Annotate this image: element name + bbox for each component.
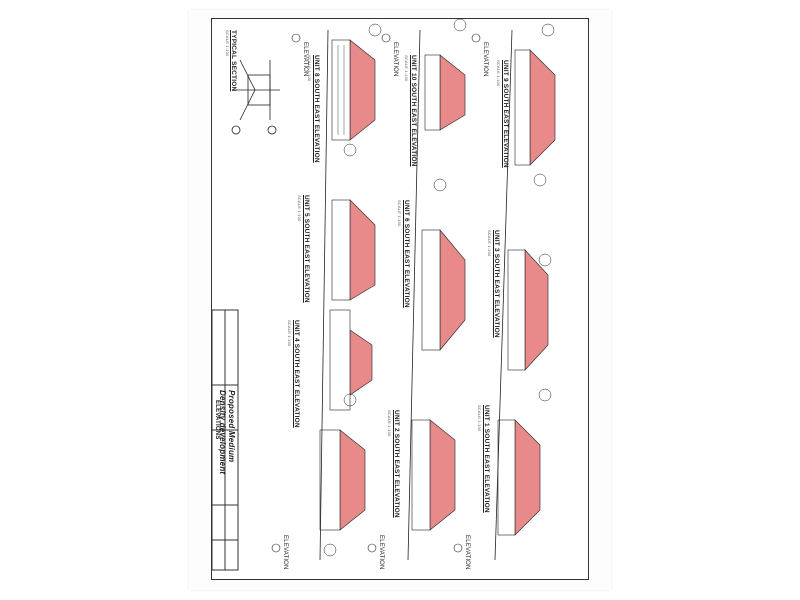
- elevation-scale: SCALE 1:100: [404, 55, 409, 82]
- building-unit-9: [514, 49, 556, 166]
- elevation-scale: SCALE 1:100: [397, 200, 402, 227]
- elevation-scale: SCALE 1:100: [496, 60, 501, 87]
- title-block: [211, 309, 239, 571]
- elevation-markers: [271, 33, 481, 553]
- elevation-title: UNIT 4 SOUTH EAST ELEVATION: [293, 320, 300, 428]
- elevation-row-2: [407, 29, 466, 561]
- elevation-title: UNIT 6 SOUTH EAST ELEVATION: [403, 200, 410, 308]
- typical-section-title: TYPICAL SECTION: [230, 30, 237, 92]
- elevation-title: UNIT 9 SOUTH EAST ELEVATION: [502, 60, 509, 168]
- building-unit-2: [411, 419, 456, 531]
- building-unit-7: [507, 249, 549, 371]
- building-unit-1: [497, 419, 541, 536]
- elevation-title: UNIT 3 SOUTH EAST ELEVATION: [493, 230, 500, 338]
- elevation-scale: SCALE 1:100: [287, 320, 292, 347]
- elevation-tag: ELEVATION: [392, 42, 398, 77]
- elevation-tag: ELEVATION: [464, 535, 470, 570]
- title-block-sheet-name: ELEVATIONS: [214, 400, 220, 440]
- tree-symbols: [323, 18, 555, 557]
- elevation-scale: SCALE 1:100: [477, 405, 482, 432]
- elevation-scale: SCALE 1:100: [297, 195, 302, 222]
- building-unit-8: [331, 39, 376, 141]
- building-unit-3: [421, 229, 466, 351]
- elevation-row-3: [494, 29, 556, 561]
- elevation-row-1: [319, 29, 376, 561]
- building-unit-4: [319, 429, 366, 531]
- building-unit-5: [331, 199, 376, 301]
- elevation-tag: ELEVATION: [378, 535, 384, 570]
- building-unit-6: [329, 309, 373, 411]
- elevation-title: UNIT 5 SOUTH EAST ELEVATION: [303, 195, 310, 303]
- building-unit-10: [424, 54, 466, 131]
- typical-section-scale: SCALE 1:100: [225, 30, 230, 57]
- title-block-project: Proposed Medium: [227, 390, 236, 463]
- elevation-title: UNIT 10 SOUTH EAST ELEVATION: [410, 55, 417, 167]
- elevation-scale: SCALE 1:100: [307, 55, 312, 82]
- elevation-title: UNIT 2 SOUTH EAST ELEVATION: [393, 410, 400, 518]
- elevation-title: UNIT 8 SOUTH EAST ELEVATION: [313, 55, 320, 163]
- typical-section-drawing: [231, 59, 280, 135]
- elevation-tag: ELEVATION: [282, 535, 288, 570]
- elevation-scale: SCALE 1:100: [387, 410, 392, 437]
- elevation-scale: SCALE 1:100: [487, 230, 492, 257]
- elevation-title: UNIT 1 SOUTH EAST ELEVATION: [483, 405, 490, 513]
- elevation-tag: ELEVATION: [482, 42, 488, 77]
